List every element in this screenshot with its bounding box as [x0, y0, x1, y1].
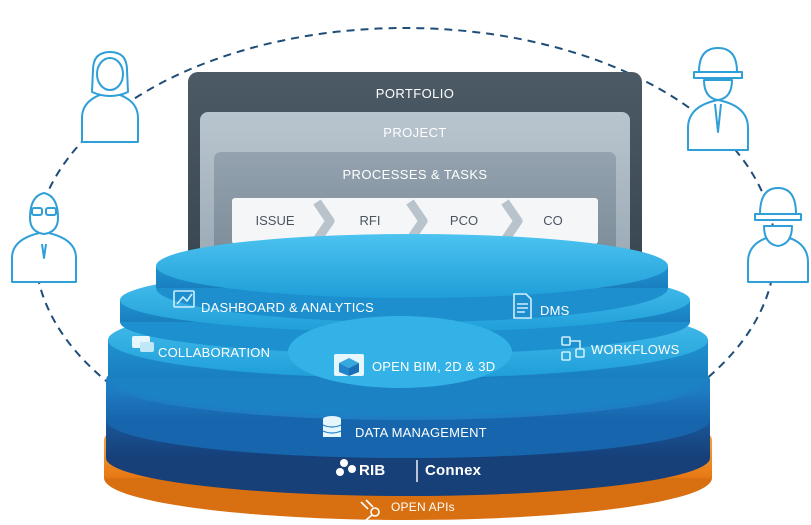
step-rfi: RFI [359, 213, 381, 228]
workflows-label: WORKFLOWS [591, 342, 680, 357]
open-bim-cube-icon [334, 354, 364, 376]
processes-tasks-label: PROCESSES & TASKS [342, 167, 488, 182]
step-issue: ISSUE [255, 213, 295, 228]
person-hardhat-tie-icon [687, 47, 749, 151]
step-co: CO [543, 213, 563, 228]
dashboard-analytics-icon [173, 290, 195, 308]
open-apis-label: OPEN APIs [391, 500, 455, 514]
data-management-label: DATA MANAGEMENT [355, 425, 487, 440]
open-bim-label: OPEN BIM, 2D & 3D [372, 359, 496, 374]
step-pco: PCO [449, 213, 479, 228]
dashboard-analytics-label: DASHBOARD & ANALYTICS [201, 300, 375, 315]
brand-rib-label: RIB [359, 462, 386, 479]
project-label: PROJECT [383, 125, 447, 140]
person-glasses-icon [11, 192, 77, 283]
plug-api-icon [360, 499, 380, 521]
dms-document-icon [513, 293, 532, 319]
collaboration-chat-icon [132, 336, 154, 352]
person-woman-icon [81, 51, 139, 143]
open-bim-lobe [288, 316, 512, 388]
portfolio-label: PORTFOLIO [375, 86, 455, 101]
cyan-top-tier [156, 234, 668, 298]
brand-connex-label: Connex [425, 462, 482, 479]
rib-logo-icon [336, 459, 356, 476]
collaboration-label: COLLABORATION [158, 345, 271, 360]
person-hardhat-icon [747, 187, 809, 283]
database-icon [322, 416, 342, 437]
dms-label: DMS [540, 303, 570, 318]
workflows-icon [561, 336, 585, 361]
